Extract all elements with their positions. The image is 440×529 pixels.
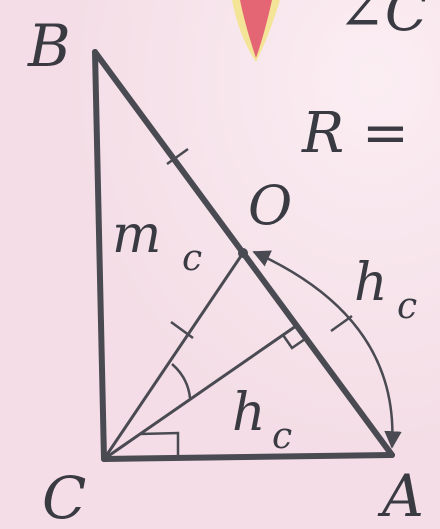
vertex-label-a: A	[377, 462, 424, 529]
altitude-label-sub: c	[272, 416, 292, 457]
side-ca	[101, 452, 395, 462]
fragment-angle-c: ∠C	[338, 0, 428, 44]
angle-arc	[171, 363, 192, 399]
fragment-radius: R =	[301, 101, 409, 166]
tick-bo	[166, 147, 189, 166]
median-label-m: m	[112, 205, 161, 265]
side-bc	[92, 49, 107, 462]
median-label-sub: c	[182, 238, 202, 279]
right-angle-mark-c	[139, 431, 180, 457]
tick-co	[170, 320, 194, 340]
median-mc-line	[102, 252, 245, 460]
vertex-label-c: C	[42, 464, 86, 529]
altitude-label-h: h	[232, 383, 266, 443]
arc-label-sub: c	[397, 286, 417, 327]
vertex-label-o: O	[248, 174, 292, 237]
decorative-red-brush	[240, 0, 272, 58]
point-o-dot	[238, 248, 248, 258]
arc-label-h: h	[354, 253, 388, 313]
vertex-label-b: B	[27, 12, 71, 80]
arc-arrow-oa	[252, 250, 402, 449]
